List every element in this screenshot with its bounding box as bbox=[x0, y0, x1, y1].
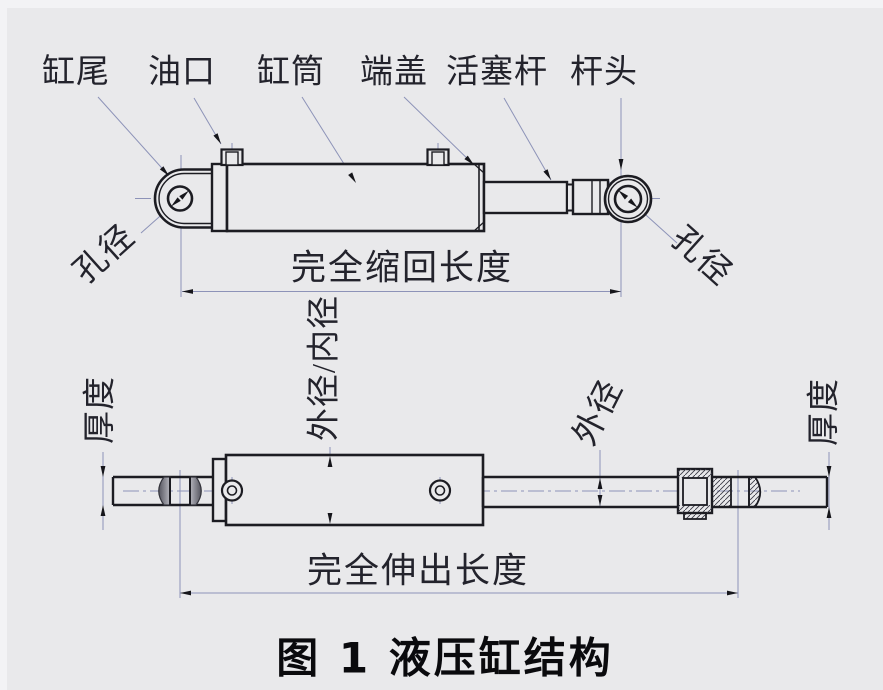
piston-rod-shape bbox=[482, 180, 569, 215]
part-label-piston-rod: 活塞杆 bbox=[446, 54, 548, 91]
oil-port-left bbox=[220, 148, 244, 167]
dim-label-thickness-right: 厚度 bbox=[806, 378, 843, 446]
rod-head-eye bbox=[603, 174, 653, 224]
rod-end-section bbox=[711, 475, 829, 509]
part-label-rod-head: 杆头 bbox=[570, 54, 638, 91]
tail-bar bbox=[111, 475, 213, 507]
cylinder-tail-eye bbox=[153, 168, 213, 229]
extended-view bbox=[102, 447, 830, 598]
port-hole-left bbox=[220, 477, 244, 504]
rod-top-view bbox=[481, 475, 678, 509]
cylinder-barrel-shape bbox=[225, 162, 486, 233]
part-label-oil-port: 油口 bbox=[148, 54, 216, 91]
figure-caption: 图 1 液压缸结构 bbox=[276, 633, 614, 683]
part-label-end-cap: 端盖 bbox=[360, 54, 428, 91]
page-edge-left bbox=[0, 0, 7, 690]
part-label-cylinder-barrel: 缸筒 bbox=[257, 54, 325, 91]
dim-label-thickness-left: 厚度 bbox=[82, 376, 119, 444]
page-edge-top bbox=[0, 0, 883, 8]
dim-label-fully-extended-length: 完全伸出长度 bbox=[306, 551, 530, 591]
mount-flange bbox=[210, 162, 229, 233]
dim-label-fully-retracted-length: 完全缩回长度 bbox=[290, 248, 514, 288]
rod-head-block bbox=[571, 178, 610, 216]
retracted-view bbox=[97, 96, 678, 297]
dim-label-outer-inner-diameter: 外径/内径 bbox=[306, 294, 343, 442]
rod-end-nut bbox=[676, 467, 714, 520]
port-hole-right bbox=[428, 477, 452, 504]
part-label-cylinder-tail: 缸尾 bbox=[42, 54, 110, 91]
oil-port-right bbox=[426, 148, 450, 167]
